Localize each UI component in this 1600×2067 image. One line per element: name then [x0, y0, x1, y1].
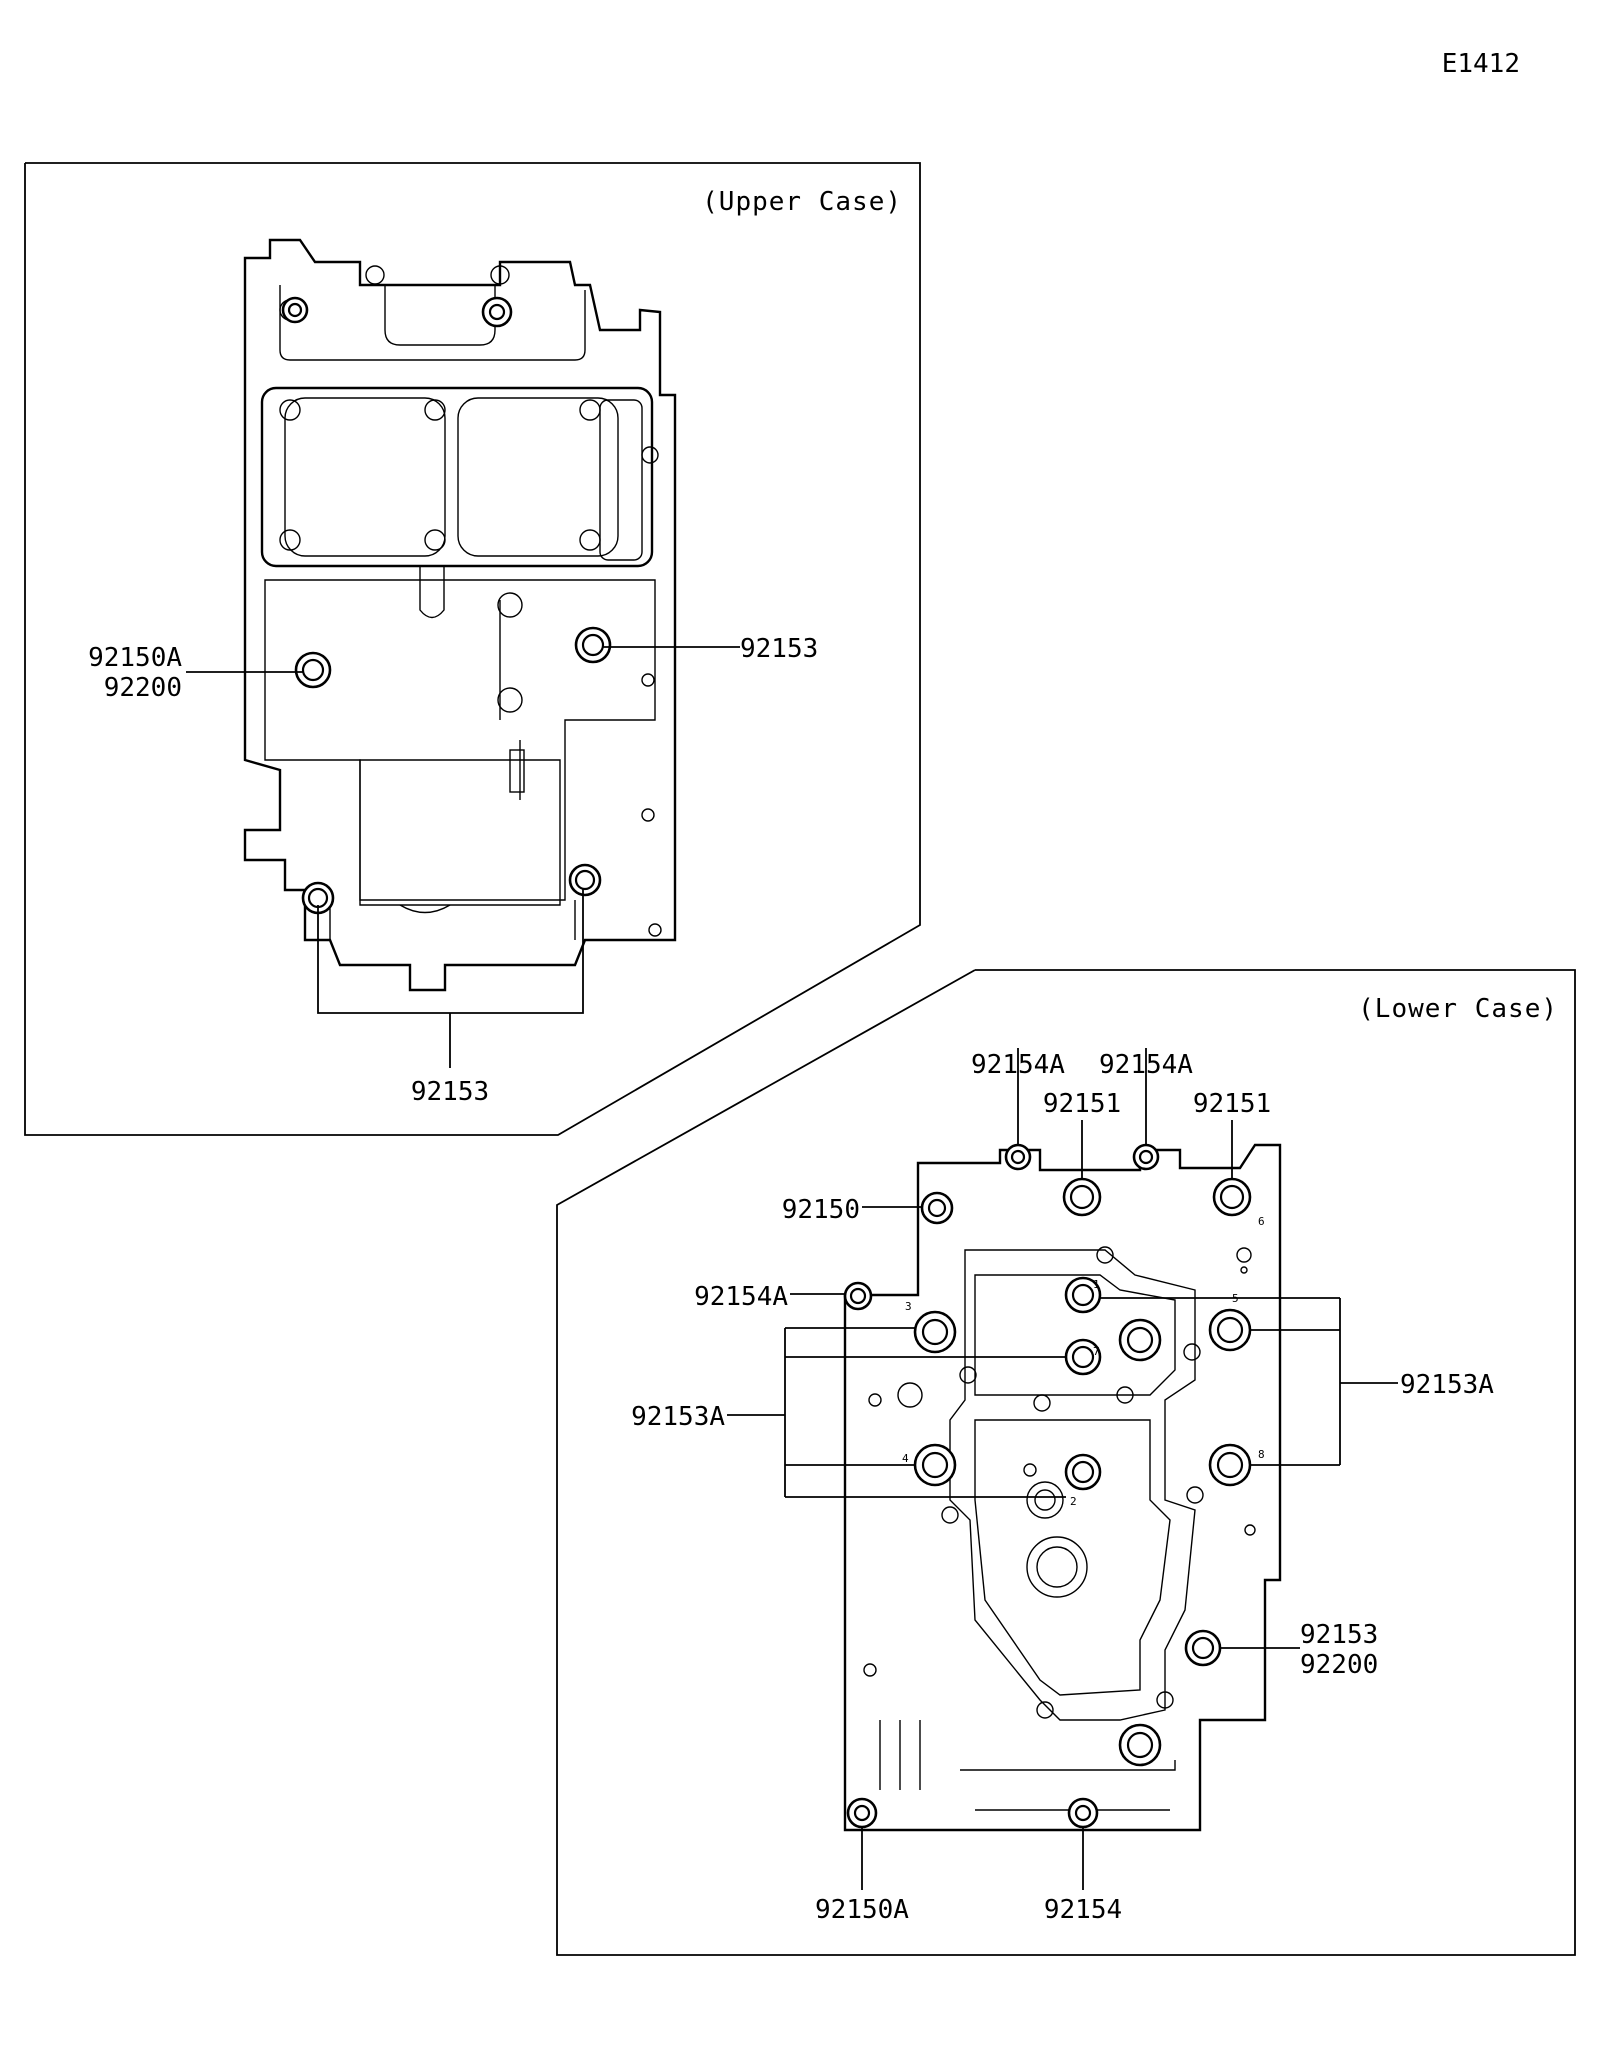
upper-case-panel: (Upper Case) — [24, 162, 921, 1136]
upper-crankcase-drawing — [243, 238, 677, 992]
upper-label-92153-right: 92153 — [740, 634, 818, 664]
lower-label-92153A-left: 92153A — [631, 1402, 725, 1432]
upper-label-92150A: 92150A — [88, 643, 182, 673]
bolt-number: 3 — [905, 1300, 912, 1313]
upper-label-92153-bottom: 92153 — [411, 1077, 489, 1107]
lower-label-92150: 92150 — [782, 1195, 860, 1225]
bolt-number: 2 — [1070, 1495, 1077, 1508]
diagram-code: E1412 — [1442, 49, 1520, 79]
lower-label-92154A-3: 92154A — [694, 1282, 788, 1312]
lower-label-92151-2: 92151 — [1193, 1089, 1271, 1119]
lower-label-92153A-right: 92153A — [1400, 1370, 1494, 1400]
lower-label-92154A-1: 92154A — [971, 1050, 1065, 1080]
bolt-number: 8 — [1258, 1448, 1265, 1461]
upper-case-title: (Upper Case) — [702, 187, 902, 217]
lower-case-panel: (Lower Case) — [556, 969, 1576, 1956]
leader-92154A-top — [1017, 1048, 1147, 1145]
upper-label-92200: 92200 — [104, 673, 182, 703]
bolt-number: 4 — [902, 1452, 909, 1465]
lower-label-92154A-2: 92154A — [1099, 1050, 1193, 1080]
lower-case-frame — [556, 969, 1576, 1956]
leader-92153A-left — [727, 1327, 1066, 1498]
leader-92153-upper-bottom — [317, 888, 584, 1068]
bolt-number: 1 — [1093, 1278, 1100, 1291]
lower-case-title: (Lower Case) — [1358, 994, 1558, 1024]
lower-label-92150A: 92150A — [815, 1895, 909, 1925]
leader-92151-top — [1081, 1120, 1233, 1180]
bolt-number: 7 — [1093, 1345, 1100, 1358]
lower-label-92151-1: 92151 — [1043, 1089, 1121, 1119]
leader-92153A-right — [1100, 1297, 1398, 1466]
upper-case-frame — [24, 162, 921, 1136]
lower-crankcase-drawing — [843, 1143, 1282, 1832]
lower-label-92200: 92200 — [1300, 1650, 1378, 1680]
lower-label-92154: 92154 — [1044, 1895, 1122, 1925]
lower-label-92153: 92153 — [1300, 1620, 1378, 1650]
bolt-number: 6 — [1258, 1215, 1265, 1228]
